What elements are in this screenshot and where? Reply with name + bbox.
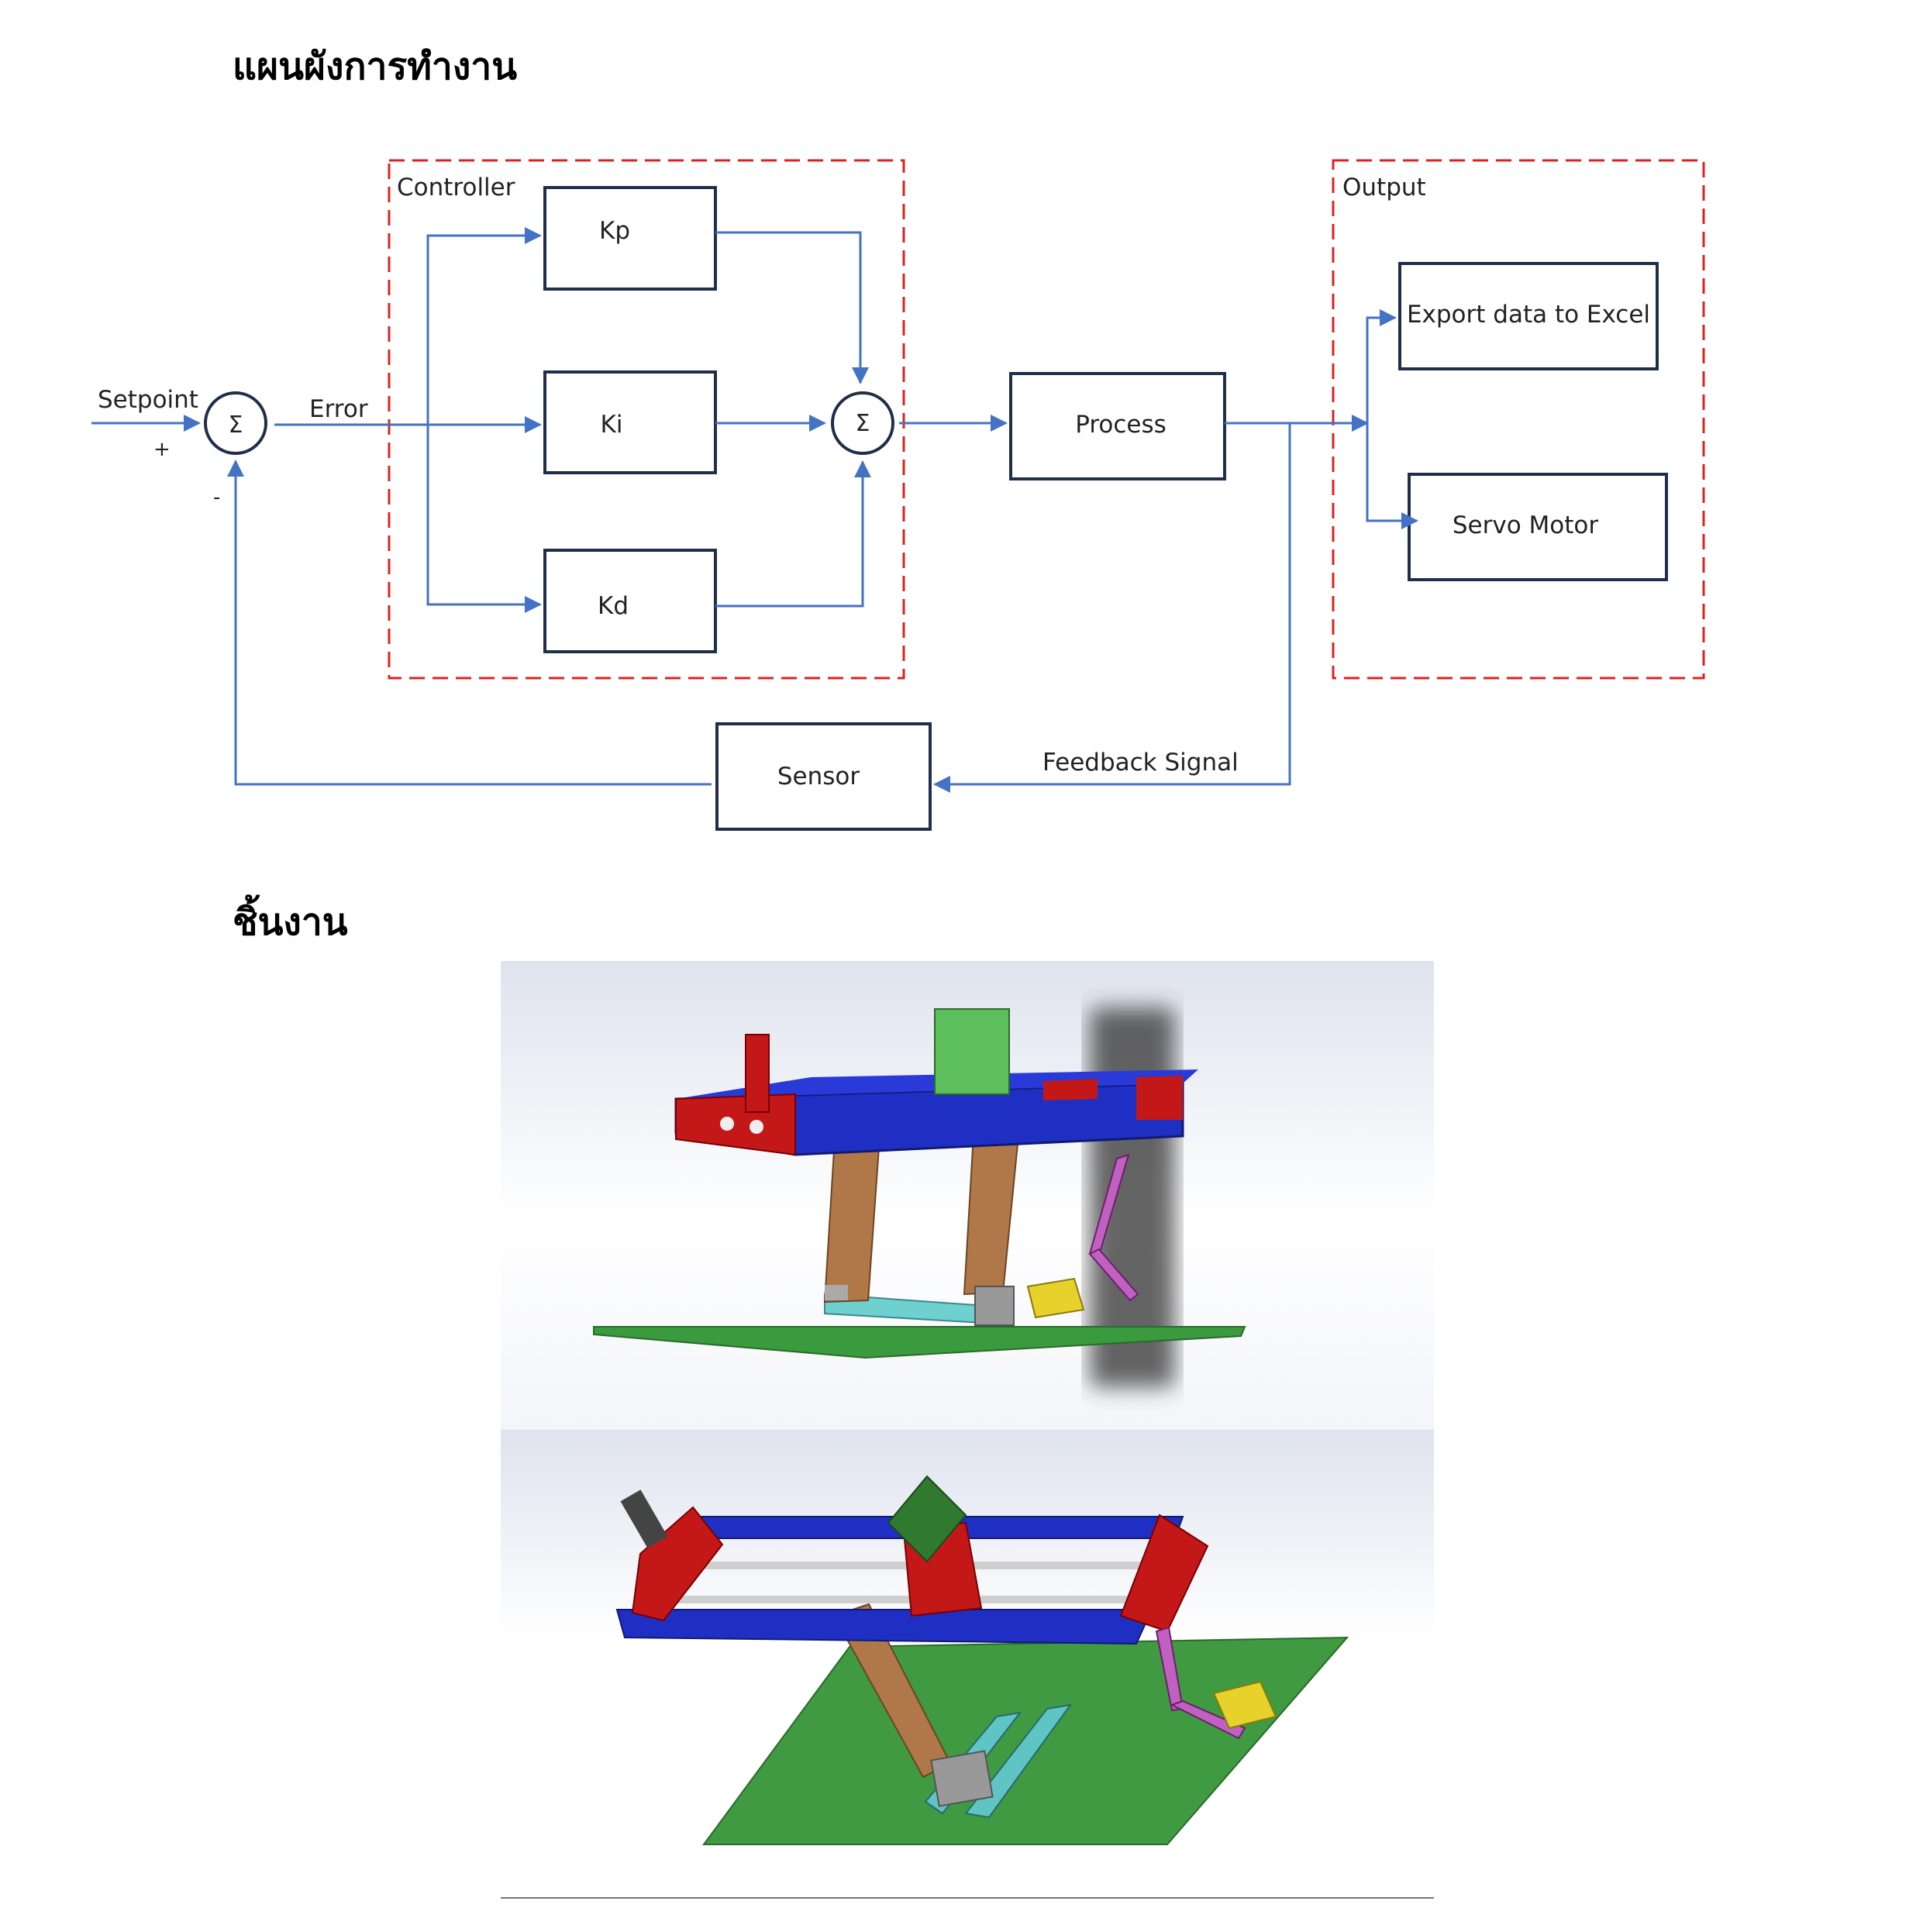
branch-to-kd-arrow [426,425,542,613]
controller-group-label: Controller [397,174,515,201]
servo-label: Servo Motor [1453,511,1598,539]
setpoint-label: Setpoint [98,386,198,414]
sigma-symbol-controller: Σ [856,410,870,437]
feedback-to-sensor-arrow [933,423,1291,793]
split-to-servo-arrow [1366,423,1418,529]
export-block: Export data to Excel [1398,262,1659,370]
summing-junction-input: Σ [204,391,267,455]
branch-to-kp-arrow [426,227,542,425]
bottom-rule [501,1897,1434,1899]
output-group-label: Output [1342,174,1426,201]
workpiece-heading: ชิ้นงาน [233,901,348,944]
export-label: Export data to Excel [1407,301,1650,329]
cad-render-side-view [501,961,1434,1430]
process-label: Process [1075,411,1167,439]
ki-block: Ki [543,370,717,474]
plus-sign: + [153,438,171,461]
split-to-export-arrow [1366,309,1397,423]
signal-lines [91,227,1418,793]
summing-junction-controller: Σ [831,391,894,455]
kp-to-sum-arrow [715,231,869,384]
process-block: Process [1009,372,1226,480]
kp-block: Kp [543,186,717,291]
feedback-label: Feedback Signal [1042,749,1239,777]
kd-block: Kd [543,549,717,653]
output-group-frame [1332,159,1705,680]
sigma-symbol-input: Σ [229,412,243,439]
cad-render-top-view [501,1430,1434,1895]
sensor-to-sum-arrow [227,460,712,786]
pid-block-diagram: Controller Output Kp Ki Kd Process Expor… [91,159,1705,831]
minus-sign: - [213,486,220,509]
servo-block: Servo Motor [1408,473,1668,581]
kd-label: Kd [598,592,629,620]
sensor-block: Sensor [715,722,932,831]
controller-group-frame [388,159,905,680]
kp-label: Kp [599,217,630,245]
ki-label: Ki [601,411,623,439]
kd-to-sum-arrow [715,460,871,608]
flowchart-heading: แผนผังการทำงาน [233,45,518,88]
error-label: Error [309,395,368,423]
sensor-label: Sensor [777,763,860,790]
